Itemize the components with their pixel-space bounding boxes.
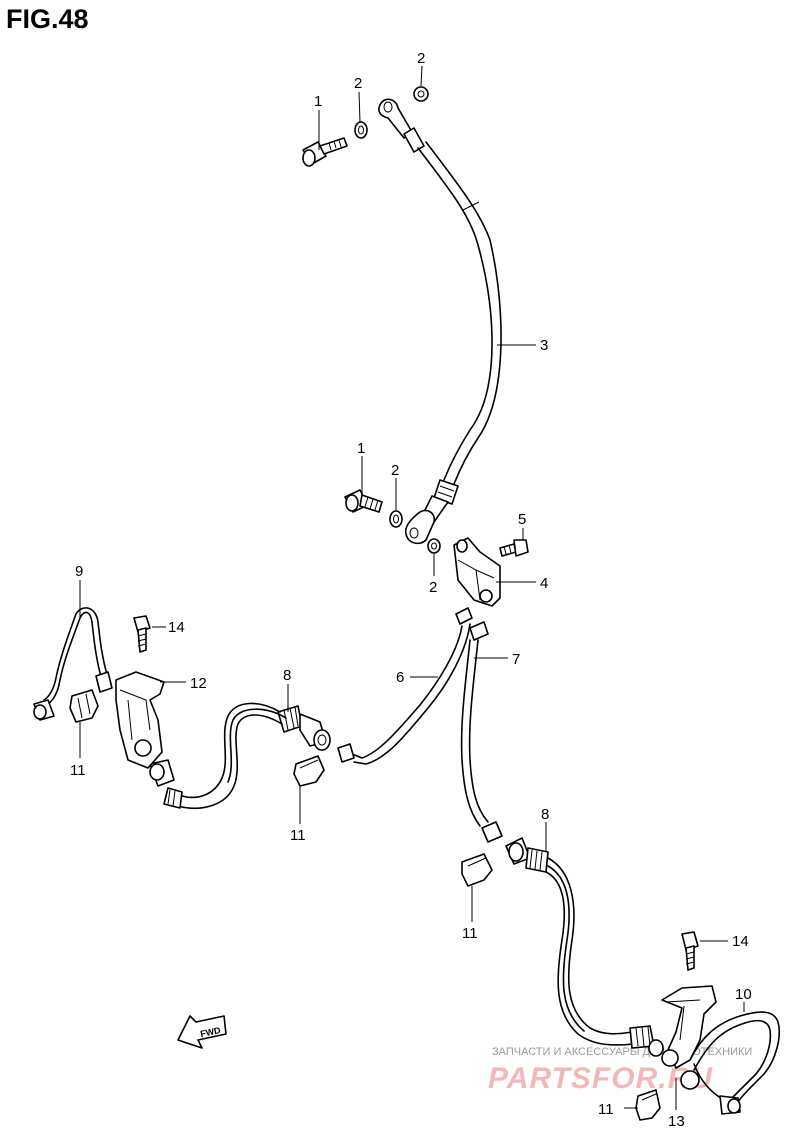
brake-hose-joint [453, 537, 501, 607]
brake-hose-8-right [505, 837, 664, 1057]
brake-pipe-6 [337, 607, 473, 765]
fwd-label: FWD [199, 1025, 222, 1039]
callout-6: 6 [396, 669, 404, 686]
washer-lower-1 [389, 510, 403, 528]
bolt-lower [344, 489, 383, 513]
washer-lower-2 [427, 538, 441, 554]
callout-4: 4 [540, 575, 548, 592]
callout-11-left: 11 [70, 762, 86, 779]
brake-pipe-9 [33, 607, 113, 721]
callout-9: 9 [75, 563, 83, 580]
callout-8-right: 8 [541, 806, 549, 823]
bracket-bolt-right [681, 931, 699, 971]
washer-upper-2 [413, 86, 429, 102]
callout-2-lower-a: 2 [391, 462, 399, 479]
washer-upper-1 [354, 121, 368, 139]
callouts: 1 2 2 3 1 2 5 2 4 9 14 12 8 6 7 11 11 8 … [70, 50, 752, 1130]
callout-11-center: 11 [462, 925, 478, 942]
bracket-bolt-left [133, 615, 151, 653]
watermark: ЗАПЧАСТИ И АКСЕССУАРЫ ДЛЯ МОТОТЕХНИКИ PA… [488, 1046, 752, 1095]
brake-hose-8-left [149, 702, 331, 809]
callout-7: 7 [512, 651, 520, 668]
callout-14-left: 14 [168, 619, 185, 636]
callout-3: 3 [540, 337, 548, 354]
clip-center [461, 853, 493, 887]
washer-lower-1-hole [393, 514, 399, 524]
callout-13: 13 [668, 1113, 685, 1130]
callout-5: 5 [518, 511, 526, 528]
callout-14-right: 14 [732, 933, 749, 950]
fwd-arrow-icon: FWD [177, 1015, 227, 1049]
watermark-logo: PARTSFOR.RU [488, 1062, 713, 1095]
bracket-13 [661, 985, 717, 1090]
figure-title: FIG.48 [6, 4, 89, 34]
callout-11-lower: 11 [598, 1101, 614, 1118]
callout-11-middle: 11 [290, 827, 306, 844]
clip-middle [293, 755, 325, 787]
callout-12: 12 [190, 675, 207, 692]
upper-brake-hose [378, 98, 502, 545]
watermark-caption: ЗАПЧАСТИ И АКСЕССУАРЫ ДЛЯ МОТОТЕХНИКИ [492, 1046, 752, 1058]
clip-left [69, 689, 99, 723]
callout-2-upper-a: 2 [354, 75, 362, 92]
bolt-upper [302, 137, 348, 167]
washer-upper-1-hole [358, 125, 364, 135]
brake-pipe-10 [689, 1011, 780, 1115]
brake-pipe-7 [460, 621, 503, 843]
leader-lines [79, 65, 745, 1110]
washer-lower-2-hole [431, 542, 437, 550]
washer-upper-2-hole [417, 90, 425, 98]
callout-2-upper-b: 2 [417, 50, 425, 67]
bracket-12 [115, 671, 165, 769]
callout-1-lower: 1 [357, 440, 365, 457]
callout-2-lower-b: 2 [429, 579, 437, 596]
callout-8-left: 8 [283, 667, 291, 684]
callout-1-upper: 1 [314, 93, 322, 110]
joint-bolt [499, 539, 529, 557]
callout-10: 10 [735, 986, 752, 1003]
